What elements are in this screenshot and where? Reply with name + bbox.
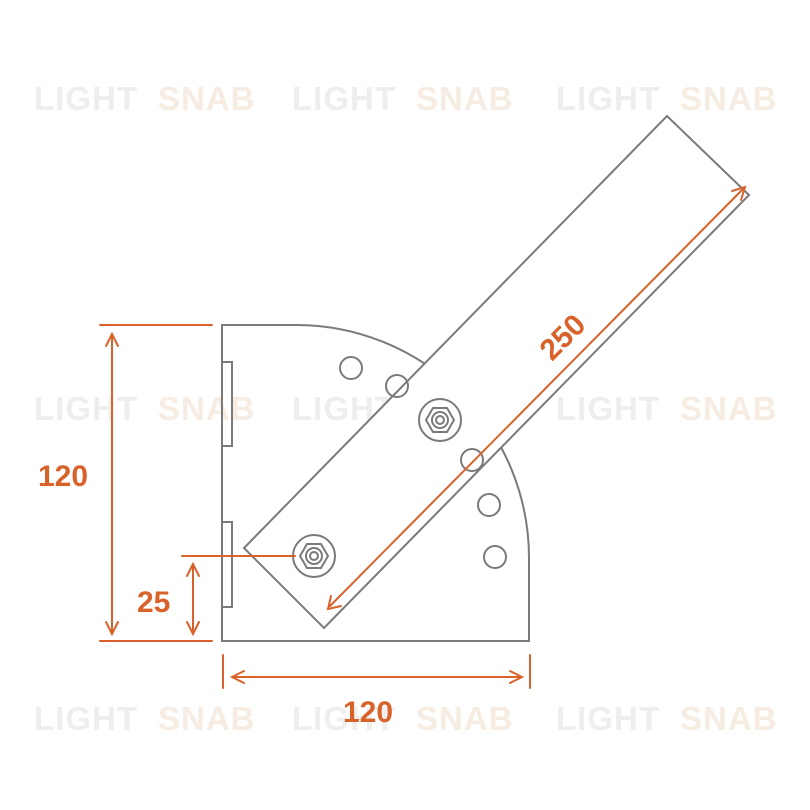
watermark-word-light: LIGHT [292,700,396,737]
dimensions [99,185,747,689]
watermark-word-light: LIGHT [556,390,660,427]
watermark-word-light: LIGHT [292,80,396,117]
lock-bolt [418,398,462,442]
arrow-left [229,670,245,684]
watermark-word-light: LIGHT [34,700,138,737]
hole [385,374,409,398]
watermark-1: LIGHT SNAB [34,80,256,117]
watermark-word-snab: SNAB [680,700,778,737]
watermark-word-light: LIGHT [34,80,138,117]
watermark-word-light: LIGHT [556,700,660,737]
arrow-down [186,621,200,637]
watermark-2: LIGHT SNAB [292,80,514,117]
arrow-right [509,670,525,684]
hole [483,545,507,569]
watermark-layer: LIGHT SNAB LIGHT SNAB LIGHT SNAB LIGHT S… [34,80,778,737]
hole [460,448,484,472]
watermark-9: LIGHT SNAB [556,700,778,737]
hole [477,493,501,517]
watermark-7: LIGHT SNAB [34,700,256,737]
hole [339,356,363,380]
watermark-word-snab: SNAB [416,700,514,737]
watermark-word-snab: SNAB [158,390,256,427]
mount-flange-bottom [221,521,233,608]
offset-label: 25 [137,586,170,619]
watermark-4: LIGHT SNAB [34,390,256,427]
bracket [221,114,751,642]
arrow-up [105,331,119,347]
watermark-word-snab: SNAB [158,700,256,737]
watermark-word-light: LIGHT [34,390,138,427]
watermark-word-snab: SNAB [158,80,256,117]
arrow-down [105,621,119,637]
watermark-word-light: LIGHT [556,80,660,117]
watermark-word-snab: SNAB [680,390,778,427]
watermark-6: LIGHT SNAB [556,390,778,427]
arm-length-dimension-line [329,189,743,607]
watermark-8: LIGHT SNAB [292,700,514,737]
arm [242,114,751,630]
watermark-3: LIGHT SNAB [556,80,778,117]
arrow-end [731,185,747,201]
watermark-word-snab: SNAB [416,80,514,117]
width-label: 120 [343,696,393,729]
arrow-start [326,595,342,611]
mount-flange-top [221,361,233,447]
height-label: 120 [38,460,88,493]
arrow-up [186,561,200,577]
watermark-word-snab: SNAB [680,80,778,117]
